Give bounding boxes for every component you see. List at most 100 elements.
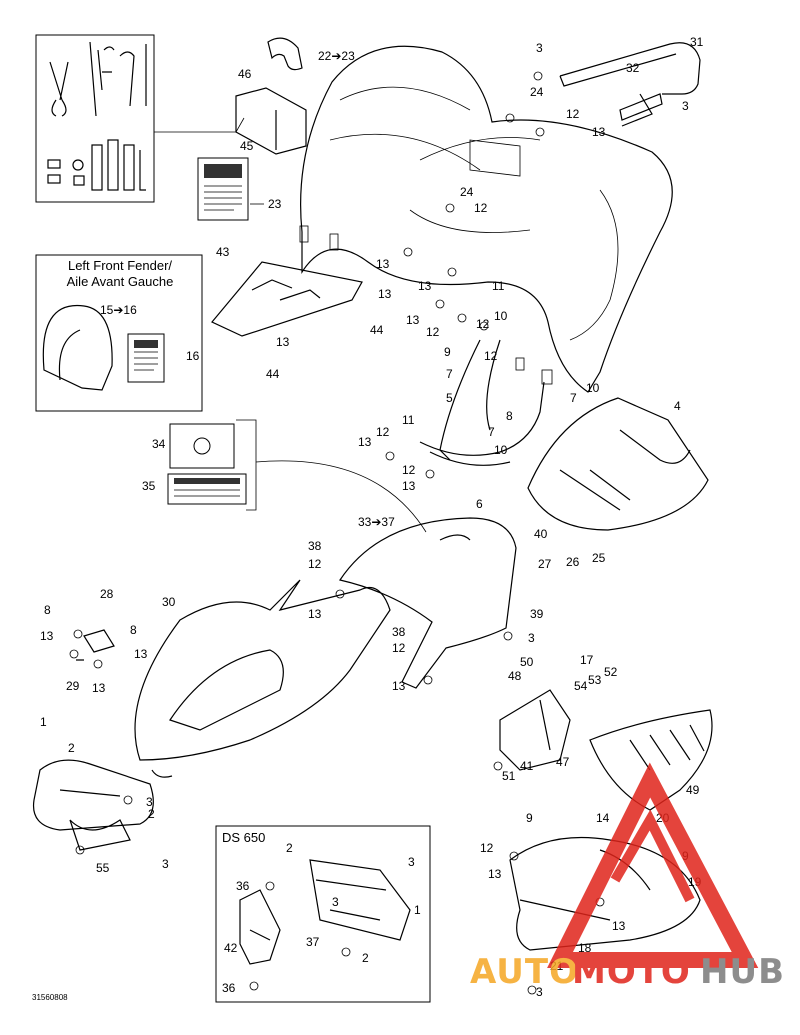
- callout-1a: 1: [40, 715, 47, 729]
- callout-16: 16: [186, 349, 200, 363]
- callout-13o: 13: [612, 919, 626, 933]
- watermark-moto: MOTO: [572, 952, 691, 992]
- callout-3e: 3: [162, 857, 169, 871]
- callout-13f: 13: [406, 313, 420, 327]
- callout-54: 54: [574, 679, 588, 693]
- callout-36b: 36: [222, 981, 236, 995]
- callout-24a: 24: [530, 85, 544, 99]
- decal-23: [197, 157, 249, 221]
- clip-28: [76, 629, 115, 661]
- callout-12a: 12: [566, 107, 580, 121]
- callout-38a: 38: [308, 539, 322, 553]
- callout-9a: 9: [444, 345, 451, 359]
- callout-12c: 12: [426, 325, 440, 339]
- callout-12b: 12: [474, 201, 488, 215]
- left-fender-box-title: Left Front Fender/ Aile Avant Gauche: [40, 258, 200, 290]
- callout-18: 18: [578, 941, 592, 955]
- callout-10b: 10: [586, 381, 600, 395]
- callout-12i: 12: [392, 641, 406, 655]
- callout-labels: 46 45 23 22➔23 3 31 32 24 3 12 13 24 12 …: [32, 35, 704, 1002]
- callout-36a: 36: [236, 879, 250, 893]
- callout-40: 40: [534, 527, 548, 541]
- callout-3c: 3: [528, 631, 535, 645]
- callout-27: 27: [538, 557, 552, 571]
- callout-12d: 12: [476, 317, 490, 331]
- front-fender-part: [339, 517, 517, 689]
- callout-13h: 13: [402, 479, 416, 493]
- callout-1b: 1: [414, 903, 421, 917]
- callout-3a: 3: [536, 41, 543, 55]
- callout-13g: 13: [358, 435, 372, 449]
- callout-50: 50: [520, 655, 534, 669]
- callout-7b: 7: [570, 391, 577, 405]
- leader-line: [235, 117, 245, 133]
- bracket-6: [419, 381, 545, 466]
- callout-32: 32: [626, 61, 640, 75]
- front-cover-part: [134, 579, 391, 778]
- callout-5: 5: [446, 391, 453, 405]
- left-front-fender-box: [35, 254, 203, 412]
- automotohub-watermark: AUTO MOTO HUB: [470, 762, 785, 992]
- callout-12g: 12: [402, 463, 416, 477]
- callout-48: 48: [508, 669, 522, 683]
- clip-part: [267, 37, 303, 71]
- bracket-48: [499, 689, 571, 771]
- callout-22-23: 22➔23: [318, 49, 355, 63]
- callout-6: 6: [476, 497, 483, 511]
- skid-plate-49: [589, 709, 713, 811]
- callout-38b: 38: [392, 625, 406, 639]
- watermark-hub: HUB: [700, 952, 785, 992]
- callout-24b: 24: [460, 185, 474, 199]
- callout-28: 28: [100, 587, 114, 601]
- callout-41: 41: [520, 759, 534, 773]
- callout-45: 45: [240, 139, 254, 153]
- callout-12f: 12: [376, 425, 390, 439]
- callout-10c: 10: [494, 443, 508, 457]
- bracket-5: [439, 339, 501, 461]
- watermark-auto: AUTO: [470, 952, 579, 992]
- callout-29: 29: [66, 679, 80, 693]
- callout-53: 53: [588, 673, 602, 687]
- callout-49: 49: [686, 783, 700, 797]
- callout-12e: 12: [484, 349, 498, 363]
- callout-13l: 13: [308, 607, 322, 621]
- callout-52: 52: [604, 665, 618, 679]
- callout-13m: 13: [392, 679, 406, 693]
- rear-fender-part: [299, 45, 673, 393]
- callout-47: 47: [556, 755, 570, 769]
- front-bumper-part: [32, 759, 154, 851]
- callout-14: 14: [596, 811, 610, 825]
- fasteners: [69, 71, 605, 995]
- ds650-box-title: DS 650: [222, 830, 266, 845]
- callout-15-16: 15➔16: [100, 303, 137, 317]
- callout-33-37: 33➔37: [358, 515, 395, 529]
- callout-34: 34: [152, 437, 166, 451]
- callout-17: 17: [580, 653, 594, 667]
- callout-11a: 11: [492, 279, 505, 293]
- callout-9b: 9: [526, 811, 533, 825]
- callout-13e: 13: [276, 335, 290, 349]
- callout-39: 39: [530, 607, 544, 621]
- tray-4: [527, 397, 709, 531]
- callout-35: 35: [142, 479, 156, 493]
- callout-13c: 13: [418, 279, 432, 293]
- callout-46: 46: [238, 67, 252, 81]
- callout-13a: 13: [592, 125, 606, 139]
- callout-30: 30: [162, 595, 176, 609]
- callout-13b: 13: [376, 257, 390, 271]
- bracket-part: [235, 87, 307, 155]
- tool-kit-box: [35, 34, 155, 203]
- callout-42: 42: [224, 941, 238, 955]
- ds650-box: [215, 825, 431, 1003]
- callout-4: 4: [674, 399, 681, 413]
- callout-37: 37: [306, 935, 320, 949]
- callout-3d: 3: [146, 795, 153, 809]
- panel-43: [211, 261, 363, 337]
- callout-8b: 8: [44, 603, 51, 617]
- callout-3b: 3: [682, 99, 689, 113]
- left-fender-title-line1: Left Front Fender/: [67, 258, 173, 273]
- callout-2a: 2: [68, 741, 75, 755]
- callout-2b: 2: [148, 807, 155, 821]
- callout-12j: 12: [480, 841, 494, 855]
